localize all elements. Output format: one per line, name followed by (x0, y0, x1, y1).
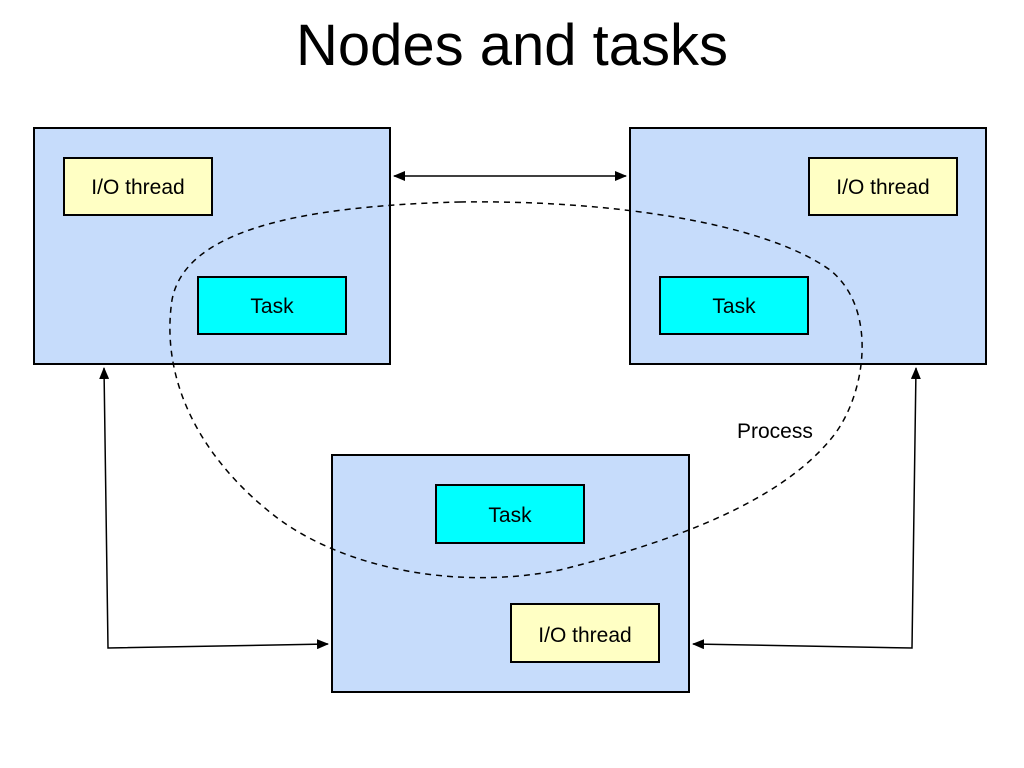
node-top-left-io-thread-box (63, 157, 213, 216)
node-bottom-io-thread-box (510, 603, 660, 663)
node-bottom-io-thread-label: I/O thread (538, 624, 631, 647)
node-top-left-task-box (197, 276, 347, 335)
process-boundary (169, 201, 863, 579)
node-top-right-io-thread-box (808, 157, 958, 216)
node-top-right-task-label: Task (712, 295, 756, 318)
link-top-left-to-bottom (99, 367, 329, 650)
process-label: Process (737, 420, 813, 443)
slide-title: Nodes and tasks (295, 13, 729, 78)
node-top-left-io-thread-label: I/O thread (91, 176, 184, 199)
node-bottom: Task I/O thread (331, 454, 690, 693)
node-top-left-task-label: Task (250, 295, 294, 318)
node-bottom-task-label: Task (488, 504, 532, 527)
link-top-right-to-bottom (692, 367, 921, 650)
node-bottom-task-box (435, 484, 585, 544)
node-top-right: I/O thread Task (629, 127, 987, 365)
node-top-left: I/O thread Task (33, 127, 391, 365)
node-top-right-io-thread-label: I/O thread (836, 176, 929, 199)
node-top-right-task-box (659, 276, 809, 335)
